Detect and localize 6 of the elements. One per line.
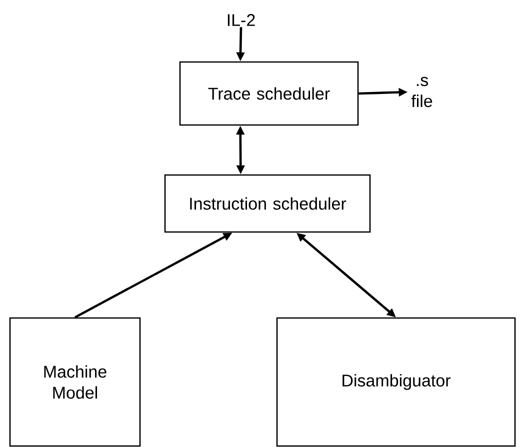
process-box: Machine Model (9, 317, 141, 447)
output-label: .s file (411, 76, 432, 108)
input-label: IL-2 (228, 14, 255, 26)
process-box: Trace scheduler (179, 61, 359, 126)
process-box: Instruction scheduler (164, 174, 371, 233)
process-box: Disambiguator (276, 317, 516, 447)
